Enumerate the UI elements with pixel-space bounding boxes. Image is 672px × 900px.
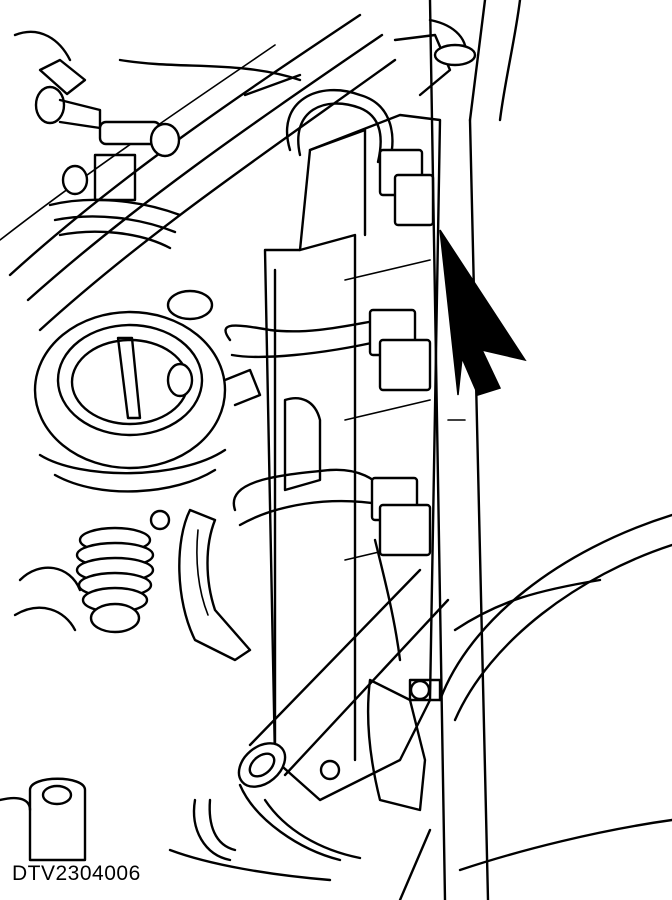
bottom-right-base bbox=[398, 818, 672, 900]
top-right-hose bbox=[433, 0, 522, 122]
bottom-clip bbox=[168, 798, 332, 882]
bottom-left-nut bbox=[0, 777, 87, 862]
throttle-spring bbox=[13, 509, 171, 634]
upper-diagonal-hose bbox=[0, 13, 397, 332]
left-bracket bbox=[178, 508, 252, 662]
top-left-fittings bbox=[13, 18, 468, 250]
right-vertical-tube bbox=[428, 0, 490, 900]
lower-diagonal-pipe bbox=[237, 568, 450, 862]
figure-reference-code: DTV2304006 bbox=[12, 862, 141, 885]
lower-harness bbox=[232, 468, 432, 662]
right-curved-hose bbox=[438, 513, 672, 722]
callout-arrow bbox=[439, 229, 527, 396]
throttle-body bbox=[33, 289, 262, 493]
middle-harness bbox=[224, 308, 432, 392]
upper-harness bbox=[285, 88, 435, 227]
lower-bracket bbox=[319, 678, 442, 812]
